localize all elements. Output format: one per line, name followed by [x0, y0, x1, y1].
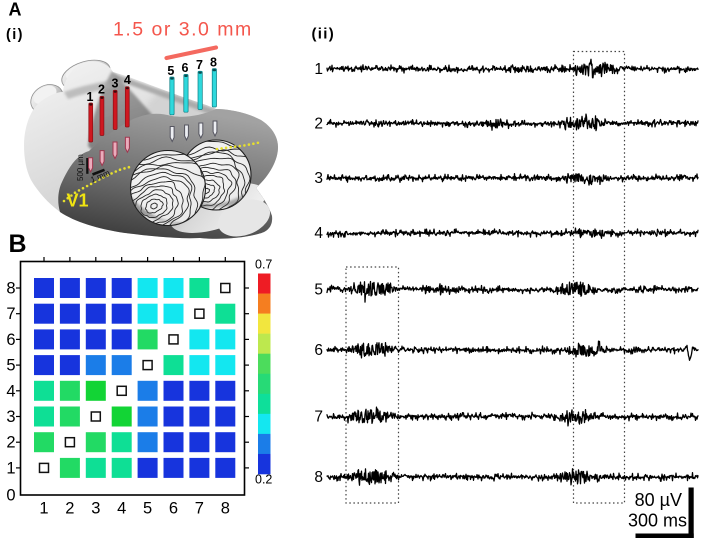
svg-text:(i): (i): [6, 27, 24, 43]
svg-text:4: 4: [314, 225, 323, 242]
svg-text:(ii): (ii): [312, 26, 336, 43]
svg-text:80 µV: 80 µV: [635, 490, 682, 510]
svg-text:4: 4: [117, 500, 126, 518]
svg-text:3: 3: [314, 170, 323, 187]
svg-text:1.5 or 3.0 mm: 1.5 or 3.0 mm: [113, 19, 253, 41]
svg-text:8: 8: [314, 469, 323, 486]
svg-text:2: 2: [65, 500, 74, 518]
svg-text:B: B: [9, 230, 27, 258]
svg-text:5: 5: [167, 64, 174, 78]
svg-text:4: 4: [124, 73, 131, 87]
svg-text:8: 8: [221, 500, 230, 518]
svg-text:8: 8: [6, 280, 15, 298]
svg-text:5: 5: [6, 357, 15, 375]
svg-text:V1: V1: [67, 191, 89, 211]
svg-text:7: 7: [196, 58, 203, 72]
svg-text:1: 1: [39, 500, 48, 518]
svg-text:7: 7: [195, 500, 204, 518]
svg-text:3: 3: [91, 500, 100, 518]
svg-text:300 ms: 300 ms: [628, 511, 687, 531]
svg-text:2: 2: [98, 83, 105, 97]
svg-text:7: 7: [314, 409, 323, 426]
svg-text:2: 2: [314, 116, 323, 133]
svg-text:0: 0: [6, 487, 15, 505]
svg-text:5: 5: [143, 500, 152, 518]
svg-text:2: 2: [6, 434, 15, 452]
svg-text:6: 6: [182, 61, 189, 75]
svg-text:1: 1: [6, 459, 15, 477]
svg-text:8: 8: [210, 56, 217, 70]
svg-text:7: 7: [6, 305, 15, 323]
svg-text:0.7: 0.7: [255, 258, 272, 272]
svg-text:6: 6: [169, 500, 178, 518]
svg-text:6: 6: [6, 331, 15, 349]
svg-text:5: 5: [314, 282, 323, 299]
svg-text:500 µm: 500 µm: [76, 154, 85, 181]
svg-text:1: 1: [87, 90, 94, 104]
svg-text:A: A: [9, 0, 22, 20]
svg-text:3: 3: [6, 408, 15, 426]
svg-text:3: 3: [112, 77, 119, 91]
svg-text:0.2: 0.2: [255, 473, 272, 487]
svg-text:1: 1: [314, 61, 323, 78]
svg-text:6: 6: [314, 342, 323, 359]
svg-text:4: 4: [6, 382, 15, 400]
